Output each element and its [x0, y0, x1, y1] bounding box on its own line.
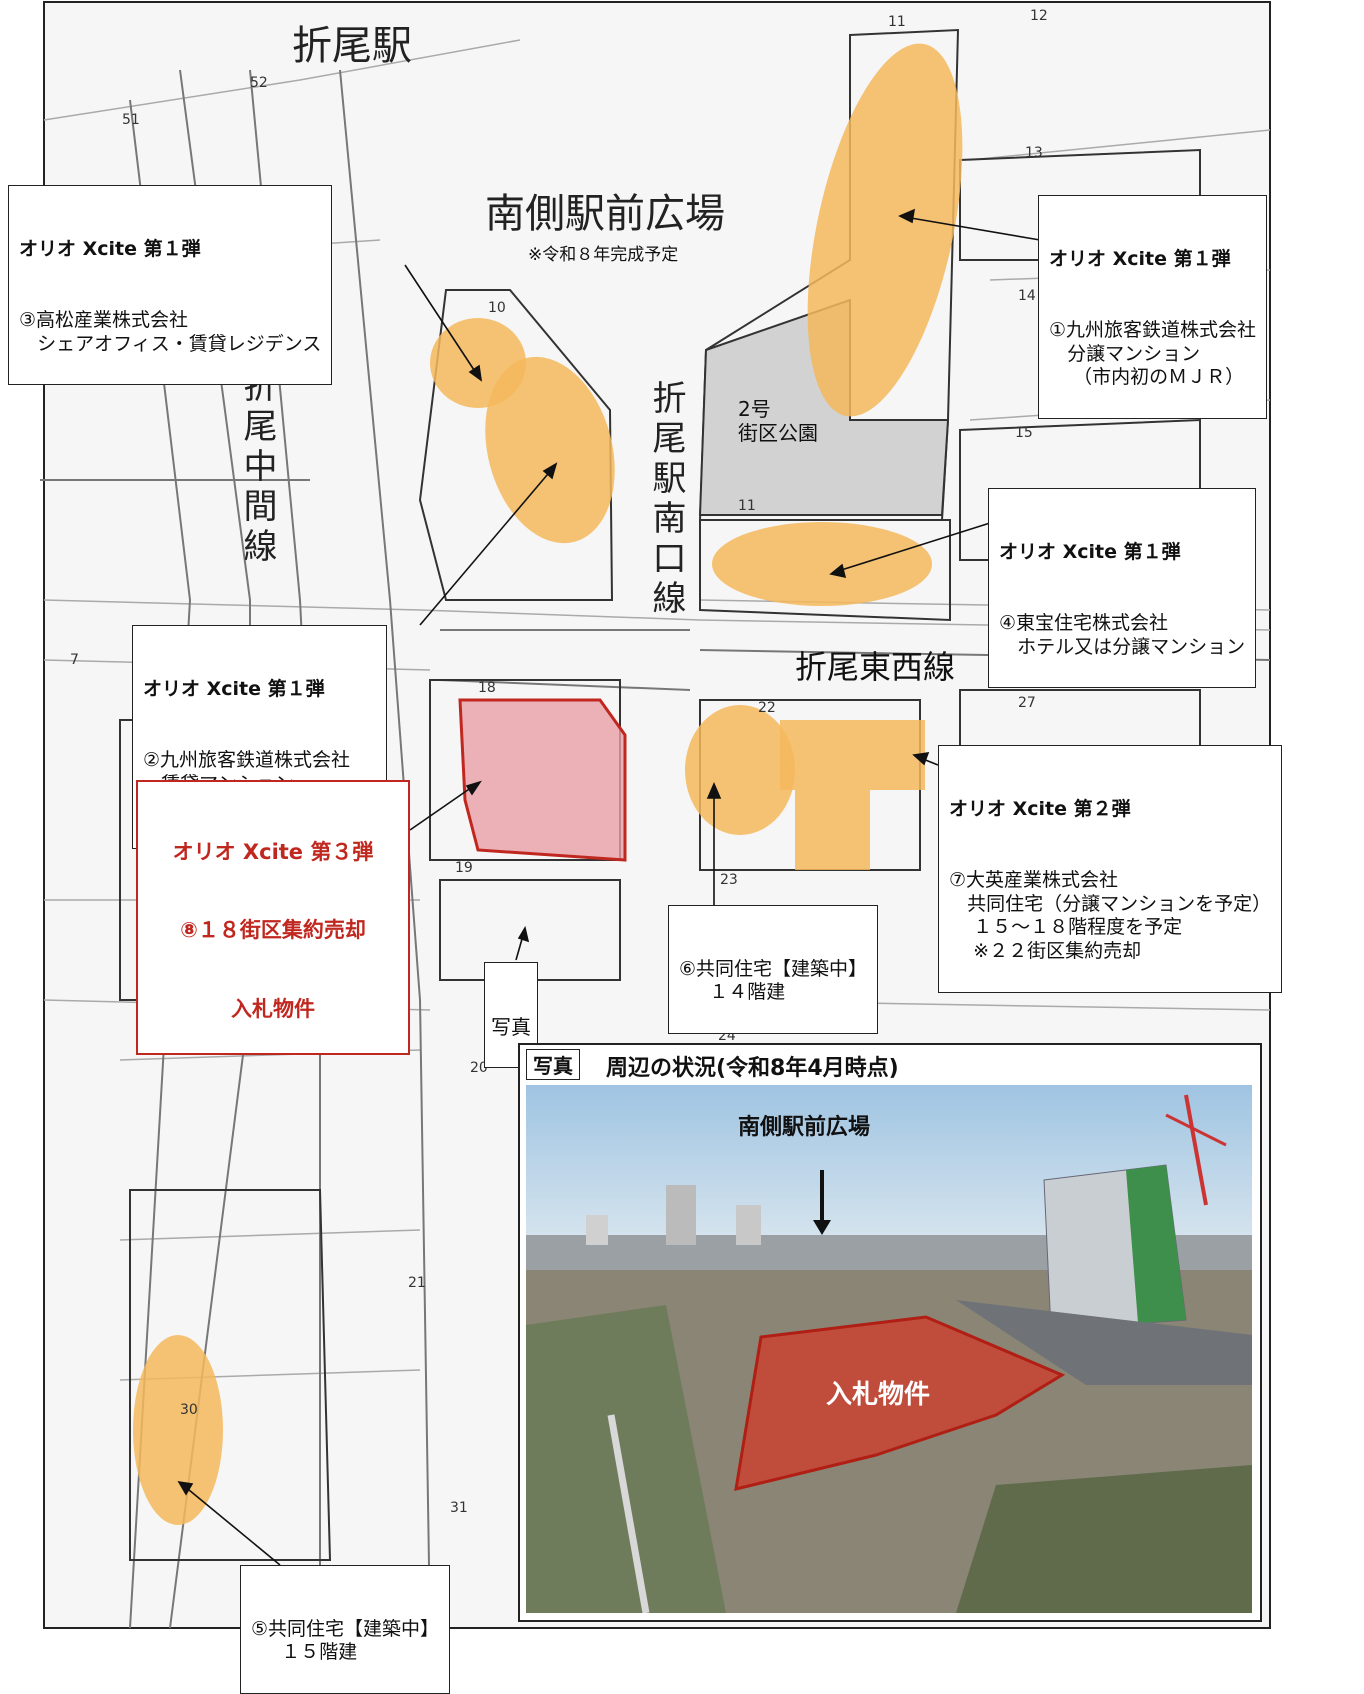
- area-6: [685, 705, 795, 835]
- photo-tag: 写真: [526, 1049, 580, 1080]
- block-number: 11: [888, 14, 906, 30]
- road-minamiguchi-label: 折尾駅南口線: [646, 380, 686, 620]
- callout-8: オリオ Xcite 第３弾 ⑧１８街区集約売却 入札物件: [136, 780, 410, 1055]
- callout-body: ①九州旅客鉄道株式会社 分譲マンション （市内初のＭＪＲ）: [1049, 318, 1257, 389]
- callout-6: ⑥共同住宅【建築中】 １４階建: [668, 905, 879, 1034]
- block-number: 12: [1030, 8, 1048, 24]
- block-number: 52: [250, 75, 268, 91]
- callout-body: ⑦大英産業株式会社 共同住宅（分譲マンションを予定） １５～１８階程度を予定 ※…: [949, 868, 1272, 962]
- block-number: 27: [1018, 695, 1036, 711]
- photo-plaza-label: 南側駅前広場: [738, 1115, 871, 1140]
- road-orio-naka-label: 折尾中間線: [237, 368, 277, 568]
- callout-8-line3: 入札物件: [231, 997, 315, 1021]
- callout-arrows: [177, 208, 1041, 1566]
- block-number: 13: [1025, 145, 1043, 161]
- area-1: [807, 43, 963, 417]
- area-7: [780, 720, 925, 870]
- block-number: 51: [122, 112, 140, 128]
- block-number: 21: [408, 1275, 426, 1291]
- plaza-note: ※令和８年完成予定: [528, 245, 679, 265]
- block-number: 15: [1015, 425, 1033, 441]
- tender-lot-highlight: [734, 1315, 1066, 1491]
- block-number: 19: [455, 860, 473, 876]
- block-number: 10: [488, 300, 506, 316]
- photo-lot-label: 入札物件: [826, 1380, 931, 1410]
- callout-heading: オリオ Xcite 第１弾: [19, 237, 201, 260]
- callout-4: オリオ Xcite 第１弾 ④東宝住宅株式会社 ホテル又は分譲マンション: [988, 488, 1257, 688]
- block-number: 20: [470, 1060, 488, 1076]
- block-number: 22: [758, 700, 776, 716]
- plaza-label: 南側駅前広場: [485, 191, 725, 237]
- callout-heading: オリオ Xcite 第２弾: [949, 797, 1131, 820]
- callout-5: ⑤共同住宅【建築中】 １５階建: [240, 1565, 451, 1694]
- area-2: [485, 356, 615, 544]
- callout-body: ③高松産業株式会社 シェアオフィス・賃貸レジデンス: [19, 308, 322, 355]
- callout-heading: オリオ Xcite 第１弾: [143, 677, 325, 700]
- block-number: 31: [450, 1500, 468, 1516]
- callout-8-line2: ⑧１８街区集約売却: [180, 918, 366, 943]
- callout-body: ④東宝住宅株式会社 ホテル又は分譲マンション: [999, 611, 1246, 658]
- callout-3: オリオ Xcite 第１弾 ③高松産業株式会社 シェアオフィス・賃貸レジデンス: [8, 185, 333, 385]
- station-label: 折尾駅: [292, 23, 412, 69]
- block-number: 18: [478, 680, 496, 696]
- block-number: 14: [1018, 288, 1036, 304]
- tender-area-18: [458, 698, 627, 862]
- photo-title: 周辺の状況(令和8年4月時点): [606, 1056, 899, 1081]
- area-4: [712, 522, 932, 606]
- callout-body: ⑥共同住宅【建築中】 １４階建: [679, 957, 868, 1004]
- area-5: [133, 1335, 223, 1525]
- block-number: 30: [180, 1402, 198, 1418]
- photo-inset: 写真 周辺の状況(令和8年4月時点): [518, 1043, 1262, 1622]
- callout-heading: オリオ Xcite 第１弾: [1049, 247, 1231, 270]
- development-areas: [133, 43, 963, 1525]
- callout-heading: オリオ Xcite 第１弾: [999, 540, 1181, 563]
- callout-1: オリオ Xcite 第１弾 ①九州旅客鉄道株式会社 分譲マンション （市内初のＭ…: [1038, 195, 1268, 419]
- block-number: 7: [70, 652, 79, 668]
- callout-8-line1: オリオ Xcite 第３弾: [172, 839, 374, 864]
- site-photo: 南側駅前広場 入札物件: [526, 1085, 1252, 1613]
- callout-body: ⑤共同住宅【建築中】 １５階建: [251, 1617, 440, 1664]
- block-number: 23: [720, 872, 738, 888]
- park-label: 2号 街区公園: [738, 397, 818, 445]
- road-tozai-label: 折尾東西線: [795, 648, 956, 686]
- callout-7: オリオ Xcite 第２弾 ⑦大英産業株式会社 共同住宅（分譲マンションを予定）…: [938, 745, 1283, 993]
- block-number: 11: [738, 498, 756, 514]
